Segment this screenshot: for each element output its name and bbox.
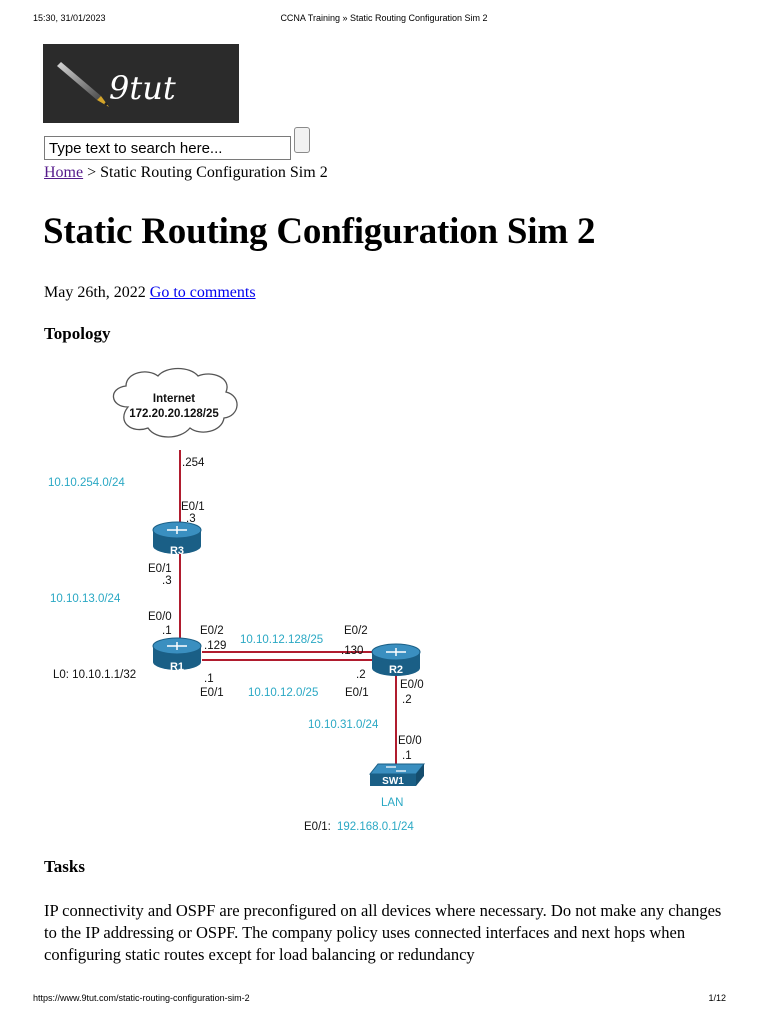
- internet-cloud-icon: [112, 367, 238, 438]
- r3-down-ip: .3: [162, 575, 172, 587]
- print-url: https://www.9tut.com/static-routing-conf…: [33, 993, 250, 1003]
- r2-label: R2: [389, 664, 403, 676]
- r3-label: R3: [170, 545, 184, 557]
- r3-up-ip: .3: [186, 513, 196, 525]
- r1-e01-ip: .1: [204, 673, 214, 685]
- sw1-if: E0/0: [398, 735, 422, 747]
- logo-text: 9tut: [109, 69, 176, 107]
- search-input[interactable]: [44, 136, 291, 160]
- r1-loopback: L0: 10.10.1.1/32: [53, 669, 136, 681]
- print-page-number: 1/12: [708, 993, 726, 1003]
- r2-e00-ip: .2: [402, 694, 412, 706]
- print-footer: https://www.9tut.com/static-routing-conf…: [0, 993, 768, 1007]
- print-header: 15:30, 31/01/2023 CCNA Training » Static…: [0, 13, 768, 27]
- print-datetime: 15:30, 31/01/2023: [33, 13, 106, 23]
- page-title: Static Routing Configuration Sim 2: [43, 211, 596, 252]
- r2-e01-ip: .2: [356, 669, 366, 681]
- r2-e02-ip: .130: [341, 645, 363, 657]
- internet-network-label: 172.20.20.128/25: [129, 408, 219, 420]
- search-button[interactable]: [294, 127, 310, 153]
- r2-e02-if: E0/2: [344, 625, 368, 637]
- tasks-heading: Tasks: [44, 857, 85, 876]
- r1-label: R1: [170, 661, 184, 673]
- router-r1-icon: [152, 637, 202, 670]
- internet-label: Internet: [153, 393, 195, 405]
- lan-if: E0/1:: [304, 821, 331, 833]
- lan-subnet: 192.168.0.1/24: [337, 821, 414, 833]
- r2-e00-if: E0/0: [400, 679, 424, 691]
- post-meta: May 26th, 2022 Go to comments: [44, 283, 256, 303]
- topology-diagram: Internet 172.20.20.128/25 .254 10.10.254…: [48, 367, 426, 833]
- switch-sw1-icon: [368, 763, 426, 786]
- internet-host-label: .254: [182, 457, 205, 469]
- network-r1-r3: 10.10.13.0/24: [50, 593, 121, 605]
- sw1-label: SW1: [382, 776, 404, 787]
- breadcrumb-home-link[interactable]: Home: [44, 164, 84, 181]
- router-r3-icon: [152, 521, 202, 554]
- breadcrumb: Home > Static Routing Configuration Sim …: [44, 163, 328, 183]
- sw1-ip: .1: [402, 750, 412, 762]
- r3-down-if: E0/1: [148, 563, 172, 575]
- r1-up-if: E0/0: [148, 611, 172, 623]
- tasks-text: IP connectivity and OSPF are preconfigur…: [44, 901, 722, 964]
- pen-nib-icon: [57, 62, 109, 107]
- links: [179, 450, 397, 770]
- comments-link[interactable]: Go to comments: [149, 284, 256, 301]
- breadcrumb-current: Static Routing Configuration Sim 2: [100, 164, 328, 181]
- r3-up-if: E0/1: [181, 501, 205, 513]
- network-r1-r2-top: 10.10.12.128/25: [240, 634, 323, 646]
- network-r1-r2-bottom: 10.10.12.0/25: [248, 687, 318, 699]
- print-title: CCNA Training » Static Routing Configura…: [280, 13, 488, 23]
- breadcrumb-separator: >: [87, 164, 97, 181]
- r1-e02-if: E0/2: [200, 625, 224, 637]
- network-r3-internet: 10.10.254.0/24: [48, 477, 125, 489]
- r1-up-ip: .1: [162, 625, 172, 637]
- lan-label: LAN: [381, 797, 403, 809]
- post-date: May 26th, 2022: [44, 284, 146, 301]
- site-logo-link[interactable]: 9tut: [43, 44, 239, 123]
- topology-heading: Topology: [44, 324, 111, 343]
- r1-e01-if: E0/1: [200, 687, 224, 699]
- network-r2-sw1: 10.10.31.0/24: [308, 719, 379, 731]
- r2-e01-if: E0/1: [345, 687, 369, 699]
- router-r2-icon: [371, 643, 421, 676]
- r1-e02-ip: .129: [204, 640, 226, 652]
